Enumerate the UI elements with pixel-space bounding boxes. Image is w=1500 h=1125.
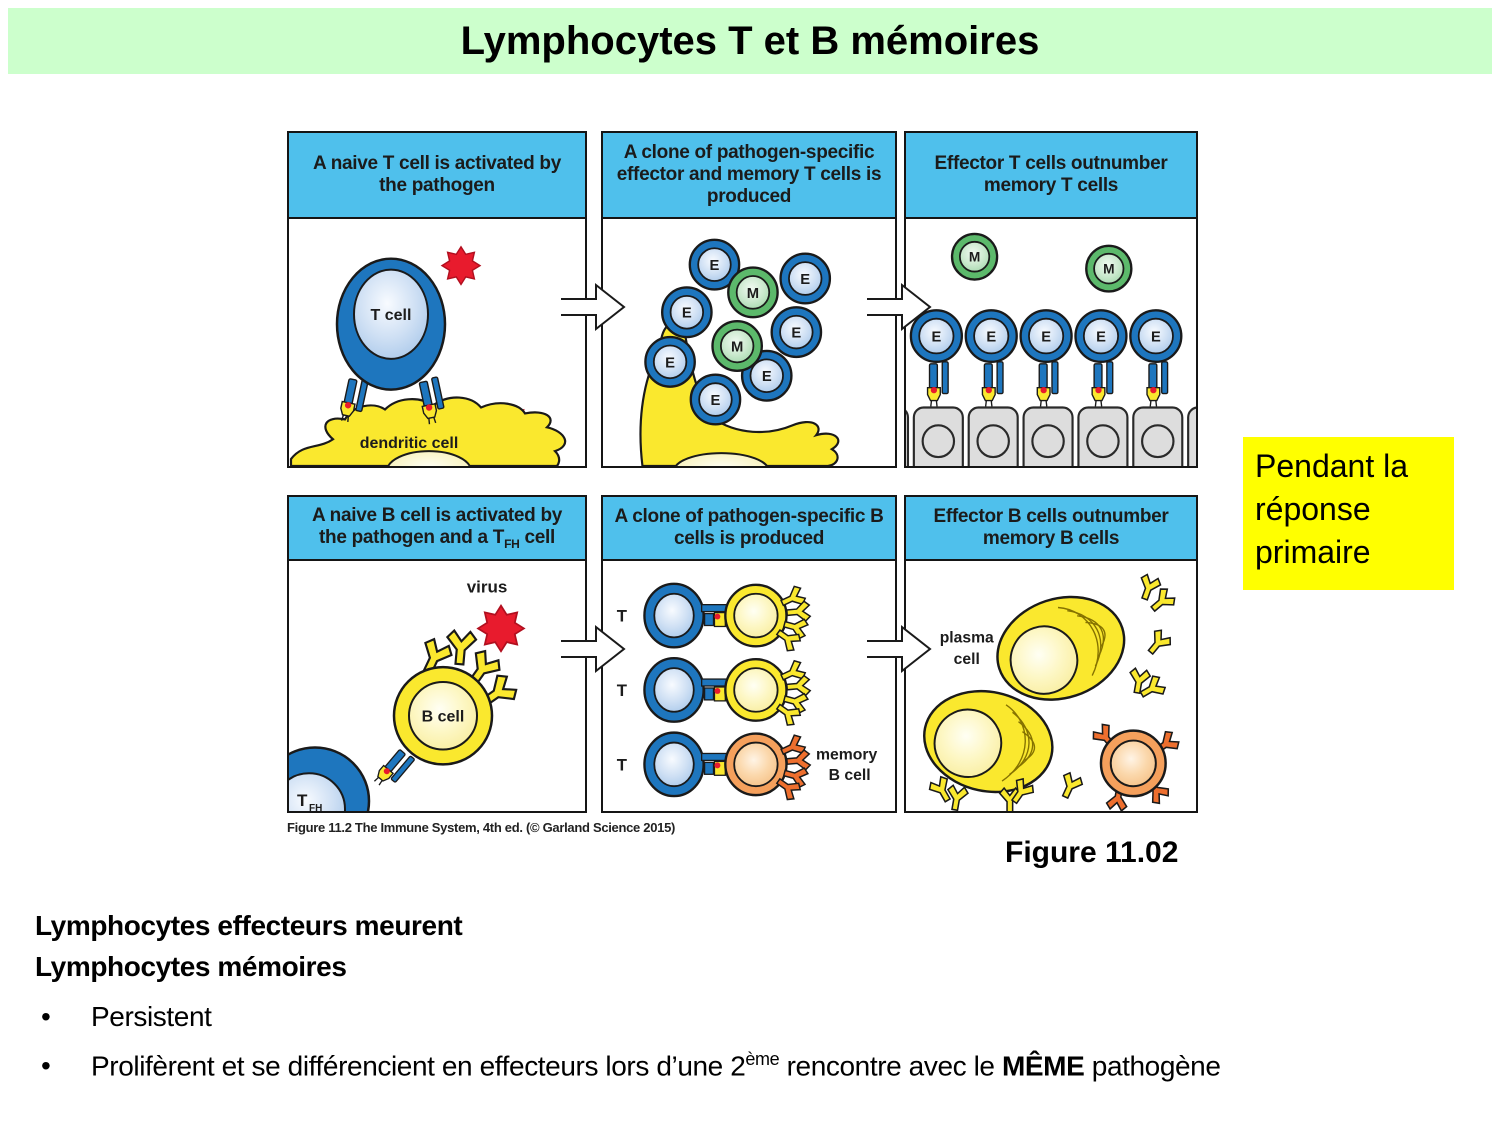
bullet-marker: •	[41, 1001, 51, 1033]
panel-naive-t-cell: A naive T cell is activated by the patho…	[287, 131, 587, 468]
memory-t-cells: M M	[711, 266, 779, 372]
panel-body: plasma cell	[906, 561, 1196, 811]
t-label: T	[617, 681, 628, 700]
panel-body: T cell dendritic cell	[289, 219, 585, 466]
panel-header: Effector T cells outnumber memory T cell…	[906, 133, 1196, 219]
memory-label: M	[747, 286, 759, 302]
memory-b-cell-inner	[733, 741, 779, 788]
panel-header: A naive T cell is activated by the patho…	[289, 133, 585, 219]
panel-body: virus T FH B cell	[289, 561, 585, 811]
plasma-cell-label: plasma	[940, 629, 994, 646]
effector-t-cells: E E E E E E E	[644, 238, 832, 426]
title-banner: Lymphocytes T et B mémoires	[8, 8, 1492, 74]
b-cell-inner	[408, 681, 478, 751]
memory-b-label: B cell	[829, 767, 871, 784]
arrow-right-icon	[561, 626, 625, 672]
summary-heading-1: Lymphocytes effecteurs meurent	[35, 910, 463, 941]
effector-label: E	[762, 369, 772, 385]
bullet-text: Prolifèrent et se différencient en effec…	[91, 1048, 1221, 1081]
figure-source-caption: Figure 11.2 The Immune System, 4th ed. (…	[287, 820, 676, 835]
effector-b-illustration: plasma cell	[923, 572, 1183, 811]
panel-header: A naive B cell is activated by the patho…	[289, 497, 585, 561]
t-label: T	[617, 755, 628, 774]
dendritic-cell-shape	[289, 396, 567, 466]
memory-b-cell	[1089, 720, 1183, 811]
tcr-receptor-icon	[371, 746, 416, 793]
effector-label: E	[1151, 329, 1161, 345]
panel-t-clone: A clone of pathogen-specific effector an…	[601, 131, 897, 468]
effector-label: E	[665, 355, 675, 371]
pathogen-icon	[441, 246, 481, 286]
effector-t-cells: E E E E E	[909, 309, 1183, 408]
virus-label: virus	[467, 578, 508, 597]
t-cell-inner	[353, 268, 429, 360]
header-text: cell	[519, 526, 555, 548]
plasma-cell-label: cell	[954, 651, 980, 668]
panel-effector-b-outnumber: Effector B cells outnumber memory B cell…	[904, 495, 1198, 813]
t-label: T	[617, 606, 628, 625]
tfh-label-sub: FH	[309, 803, 322, 811]
b-clone-row: T	[617, 582, 812, 655]
plasma-cell	[996, 595, 1126, 701]
panel-header: Effector B cells outnumber memory B cell…	[906, 497, 1196, 561]
memory-b-label: memory	[816, 746, 878, 763]
tissue-cells	[906, 406, 1196, 466]
effector-label: E	[931, 329, 941, 345]
b-clone-illustration: T T	[617, 582, 878, 804]
panel-header: A clone of pathogen-specific B cells is …	[603, 497, 895, 561]
dendritic-cell-label: dendritic cell	[360, 435, 459, 452]
header-subscript: FH	[504, 536, 520, 551]
t-cell-label: T cell	[371, 307, 412, 324]
panel-effector-t-outnumber: Effector T cells outnumber memory T cell…	[904, 131, 1198, 468]
b-cell-label: B cell	[422, 709, 465, 726]
tfh-cell-inner	[289, 772, 346, 811]
memory-label: M	[1103, 261, 1114, 276]
memory-t-cells: M M	[950, 232, 1133, 293]
effector-label: E	[800, 272, 810, 288]
effector-label: E	[791, 326, 801, 342]
panel-body: E E E E E E E M M	[603, 219, 895, 466]
panel-header: A clone of pathogen-specific effector an…	[603, 133, 895, 219]
arrow-right-icon	[561, 284, 625, 330]
slide-title: Lymphocytes T et B mémoires	[460, 18, 1040, 63]
bullet-item: • Persistent	[35, 999, 1495, 1035]
header-text: A naive B cell is activated by the patho…	[311, 504, 563, 548]
dendritic-nucleus	[674, 452, 769, 466]
arrow-right-icon	[867, 284, 931, 330]
b-clone-row: T	[617, 657, 812, 729]
t-clone-illustration: E E E E E E E M M	[639, 238, 840, 466]
effector-label: E	[986, 329, 996, 345]
figure-number-label: Figure 11.02	[1005, 836, 1179, 869]
effector-label: E	[711, 393, 721, 409]
virus-icon	[477, 604, 525, 653]
panel-body: M M E E E E E	[906, 219, 1196, 466]
effector-label: E	[1096, 329, 1106, 345]
dendritic-nucleus	[387, 450, 471, 466]
bullet-marker: •	[41, 1049, 51, 1081]
effector-label: E	[682, 306, 692, 322]
memory-b-row: T memory B cell	[617, 731, 878, 804]
summary-text-block: Lymphocytes effecteurs meurent Lymphocyt…	[35, 906, 1495, 1084]
effector-label: E	[1041, 329, 1051, 345]
memory-label: M	[969, 250, 980, 265]
panel-naive-b-cell: A naive B cell is activated by the patho…	[287, 495, 587, 813]
panel-b-clone: A clone of pathogen-specific B cells is …	[601, 495, 897, 813]
bullet-item: • Prolifèrent et se différencient en eff…	[35, 1048, 1495, 1085]
naive-t-cell-illustration: T cell dendritic cell	[289, 246, 567, 466]
plasma-cell	[923, 689, 1054, 794]
note-box: Pendant la réponse primaire	[1243, 437, 1454, 590]
bullet-text: Persistent	[91, 1001, 212, 1033]
tfh-label: T	[297, 791, 308, 810]
effector-t-illustration: M M E E E E E	[906, 232, 1196, 466]
panel-body: T T	[603, 561, 895, 811]
memory-label: M	[731, 339, 743, 355]
effector-label: E	[710, 258, 720, 274]
naive-b-cell-illustration: virus T FH B cell	[289, 578, 525, 811]
arrow-right-icon	[867, 626, 931, 672]
summary-heading-2: Lymphocytes mémoires	[35, 950, 347, 982]
